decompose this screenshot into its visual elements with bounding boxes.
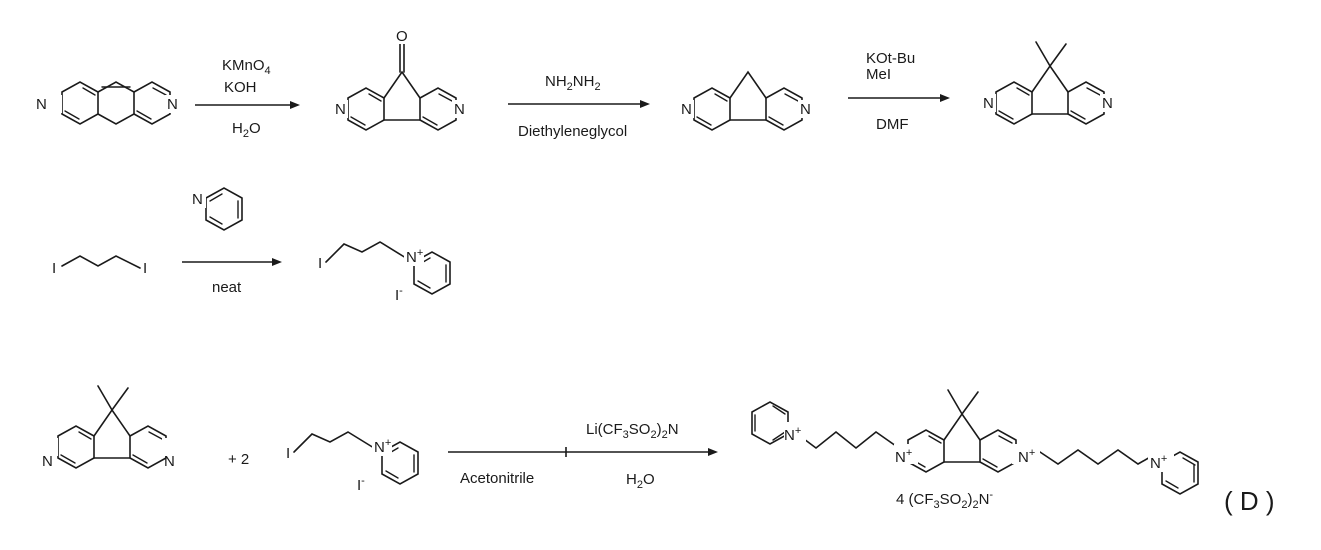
n-atom-label: N: [800, 101, 811, 118]
i-atom-label: I: [52, 260, 56, 277]
iodopropyl-pyridinium-iodide: I N+ I-: [318, 242, 450, 304]
reaction-arrow-4: neat: [182, 258, 282, 296]
reagent-kotbu: KOt-Bu: [866, 50, 915, 67]
product-counterion: 4 (CF3SO2)2N-: [896, 489, 993, 511]
iodide-counterion: I-: [357, 475, 365, 494]
reagent-koh: KOH: [224, 79, 257, 96]
n-atom-label: N: [454, 101, 465, 118]
stoichiometry-coefficient: + 2: [228, 451, 249, 468]
reaction-arrow-1: KMnO4 KOH H2O: [195, 57, 300, 140]
compound-label-d: ( D ): [1224, 486, 1275, 516]
product-d: N+ N+ N+ N+ 4 (CF3SO2)2N-: [752, 390, 1198, 511]
starting-diazaphenanthrene: N N: [32, 82, 183, 124]
n-atom-label: N: [335, 101, 346, 118]
reagent-hydrazine: NH2NH2: [545, 73, 601, 93]
diazafluorenone: O N N: [333, 26, 470, 130]
reagent-water: H2O: [232, 120, 261, 140]
n-atom-label: N: [164, 453, 175, 470]
reagent-diethyleneglycol: Diethyleneglycol: [518, 123, 627, 140]
reagent-litfsi: Li(CF3SO2)2N: [586, 421, 679, 441]
iodopropyl-pyridinium-reactant: I N+ I-: [286, 432, 418, 494]
i-atom-label: I: [143, 260, 147, 277]
n-atom-label: N: [983, 95, 994, 112]
reaction-arrow-2: NH2NH2 Diethyleneglycol: [508, 73, 650, 140]
n-atom-label: N: [167, 96, 178, 113]
n-atom-label: N: [1102, 95, 1113, 112]
iodide-counterion: I-: [395, 285, 403, 304]
diiodopropane: I I: [52, 256, 147, 277]
i-atom-label: I: [286, 445, 290, 462]
dimethyl-diazafluorene-reactant: N N: [40, 386, 180, 470]
diazafluorene: N N: [679, 72, 816, 130]
reagent-neat: neat: [212, 279, 242, 296]
pyridine-reagent: N: [190, 188, 242, 230]
reagent-kmno4: KMnO4: [222, 57, 271, 77]
n-atom-label: N: [192, 191, 203, 208]
o-atom-label: O: [396, 28, 408, 45]
reaction-arrow-5: Acetonitrile Li(CF3SO2)2N H2O: [448, 421, 718, 491]
n-atom-label: N: [42, 453, 53, 470]
n-atom-label: N: [681, 101, 692, 118]
n-atom-label: N: [36, 96, 47, 113]
reagent-water: H2O: [626, 471, 655, 491]
reagent-mei: MeI: [866, 66, 891, 83]
reagent-dmf: DMF: [876, 116, 909, 133]
reagent-acetonitrile: Acetonitrile: [460, 470, 534, 487]
reaction-arrow-3: KOt-Bu MeI DMF: [848, 50, 950, 133]
i-atom-label: I: [318, 255, 322, 272]
dimethyl-diazafluorene: N N: [981, 42, 1118, 124]
